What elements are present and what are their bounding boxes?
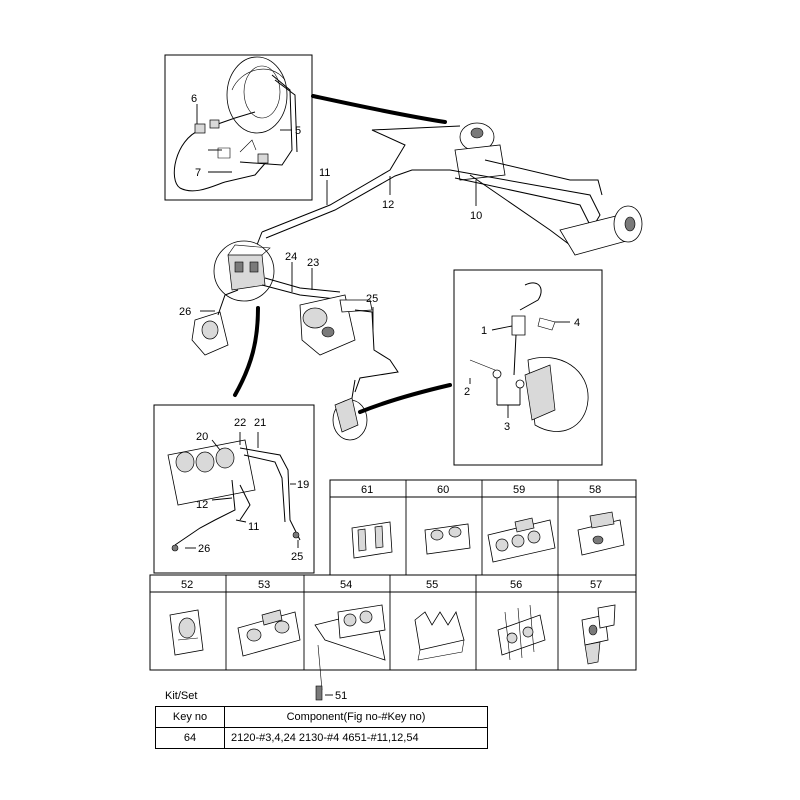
table-row: 64 2120-#3,4,24 2130-#4 4651-#11,12,54: [155, 727, 488, 749]
clip-label-52: 52: [181, 579, 193, 591]
clip-55-drawing: [414, 611, 465, 661]
callout-51: 51: [335, 690, 347, 702]
clip-57-drawing: [581, 604, 616, 665]
inset-callout-12: 12: [196, 499, 208, 511]
clip-label-55: 55: [426, 579, 438, 591]
inset-callout-25: 25: [291, 551, 303, 563]
callout-7: 7: [195, 167, 201, 179]
row-component-value: 2120-#3,4,24 2130-#4 4651-#11,12,54: [224, 727, 488, 749]
master-cylinder: 25: [299, 293, 399, 393]
front-caliper-small: [332, 379, 368, 441]
kit-set-label: Kit/Set: [165, 690, 198, 702]
table-header-row: Key no Component(Fig no-#Key no): [155, 706, 488, 728]
clip-label-58: 58: [589, 484, 601, 496]
inset-callout-26: 26: [198, 543, 210, 555]
callout-25: 25: [366, 293, 378, 305]
inset-rear-drum: 6 5 7: [164, 54, 313, 201]
callout-26: 26: [179, 306, 191, 318]
rear-axle-assembly: 10: [449, 122, 643, 256]
clip-61-drawing: [351, 521, 393, 559]
clip-label-60: 60: [437, 484, 449, 496]
leader-to-rear-axle: [311, 94, 447, 124]
callout-2: 2: [464, 386, 470, 398]
clip-52-drawing: [169, 609, 204, 656]
clip-56-drawing: [497, 604, 546, 661]
clip-grid-top: 61 60 59 58: [329, 479, 637, 576]
callout-1: 1: [481, 325, 487, 337]
inset-junction-pipes: 20 22 21 19 12 11 26 25: [153, 404, 315, 574]
leader-to-front-brake: [358, 383, 452, 414]
inset-callout-11: 11: [248, 521, 259, 533]
callout-23: 23: [307, 257, 319, 269]
callout-22: 22: [234, 417, 246, 429]
clip-label-61: 61: [361, 484, 373, 496]
row-key-value: 64: [155, 727, 225, 749]
clip-label-57: 57: [590, 579, 602, 591]
callout-4: 4: [574, 317, 580, 329]
leader-to-lower-inset: [233, 306, 260, 397]
kit-set-table: Key no Component(Fig no-#Key no) 64 2120…: [155, 706, 488, 749]
clip-grid-bottom: 52 53 54 55 56 57 51: [149, 574, 637, 702]
clip-label-56: 56: [510, 579, 522, 591]
callout-5: 5: [295, 125, 301, 137]
callout-10: 10: [470, 210, 482, 222]
clip-53-drawing: [237, 609, 301, 657]
callout-19: 19: [297, 479, 309, 491]
callout-20: 20: [196, 431, 208, 443]
inset-front-brake: 1 4 2 3: [453, 269, 603, 466]
junction-block-detail: 24 23: [213, 240, 346, 302]
callout-3: 3: [504, 421, 510, 433]
clip-label-59: 59: [513, 484, 525, 496]
abs-modulator: 26: [179, 289, 239, 356]
callout-6: 6: [191, 93, 197, 105]
clip-label-53: 53: [258, 579, 270, 591]
callout-24: 24: [285, 251, 297, 263]
clip-60-drawing: [424, 523, 471, 555]
clip-59-drawing: [487, 517, 556, 563]
clip-58-drawing: [577, 511, 625, 556]
main-brake-pipes: 11 12: [254, 125, 461, 251]
callout-21: 21: [254, 417, 266, 429]
clip-label-54: 54: [340, 579, 352, 591]
header-component: Component(Fig no-#Key no): [224, 706, 488, 728]
callout-11: 11: [319, 167, 330, 179]
callout-12: 12: [382, 199, 394, 211]
header-key-no: Key no: [155, 706, 225, 728]
clip-54-drawing: 51: [314, 604, 386, 702]
